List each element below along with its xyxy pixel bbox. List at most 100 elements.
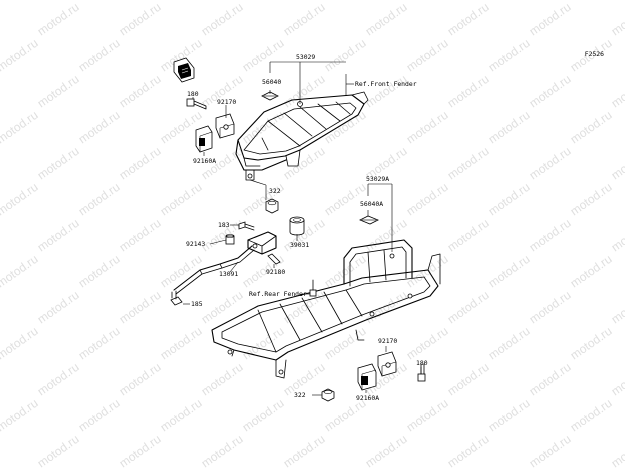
watermark-text-37: motod.ru [486, 36, 533, 75]
watermark-text-102: motod.ru [117, 288, 164, 327]
bolt-stand-icon [238, 221, 255, 231]
watermark-text-147: motod.ru [527, 432, 574, 468]
part-label-56040a: 56040A [360, 200, 383, 208]
watermark-text-14: motod.ru [240, 0, 287, 2]
watermark-text-108: motod.ru [609, 288, 625, 327]
watermark-text-111: motod.ru [0, 324, 41, 363]
watermark-text-134: motod.ru [240, 396, 287, 435]
watermark-text-82: motod.ru [117, 216, 164, 255]
watermark-text-71: motod.ru [0, 180, 41, 219]
part-label-183: 183 [218, 221, 230, 229]
watermark-text-67: motod.ru [527, 144, 574, 183]
watermark-text-148: motod.ru [609, 432, 625, 468]
part-label-13091: 13091 [219, 270, 238, 278]
part-label-92160a-rear: 92160A [356, 394, 379, 402]
watermark-text-42: motod.ru [117, 72, 164, 111]
part-label-180-rear: 180 [416, 359, 428, 367]
watermark-text-16: motod.ru [404, 0, 451, 2]
watermark-text-96: motod.ru [404, 252, 451, 291]
leader-lines [183, 61, 422, 396]
watermark-text-88: motod.ru [609, 216, 625, 255]
watermark-text-23: motod.ru [199, 0, 246, 38]
watermark-text-136: motod.ru [404, 396, 451, 435]
watermark-text-22: motod.ru [117, 0, 164, 38]
watermark-text-11: motod.ru [0, 0, 41, 2]
watermark-text-112: motod.ru [76, 324, 123, 363]
watermark-text-145: motod.ru [363, 432, 410, 468]
rear-carrier-drawing [211, 239, 441, 379]
watermark-text-48: motod.ru [609, 72, 625, 111]
watermark-text-41: motod.ru [35, 72, 82, 111]
part-label-92143: 92143 [186, 240, 205, 248]
label-sticker-front [261, 91, 279, 101]
watermark-text-72: motod.ru [76, 180, 123, 219]
watermark-text-87: motod.ru [527, 216, 574, 255]
watermark-text-144: motod.ru [281, 432, 328, 468]
watermark-text-143: motod.ru [199, 432, 246, 468]
watermark-text-55: motod.ru [322, 108, 369, 147]
watermark-text-131: motod.ru [0, 396, 41, 435]
watermark-text-74: motod.ru [240, 180, 287, 219]
watermark-text-118: motod.ru [568, 324, 615, 363]
watermark-text-117: motod.ru [486, 324, 533, 363]
watermark-text-113: motod.ru [158, 324, 205, 363]
watermark-text-97: motod.ru [486, 252, 533, 291]
watermark-text-116: motod.ru [404, 324, 451, 363]
spacer-stand-icon [225, 234, 235, 245]
part-label-53029a: 53029A [366, 175, 389, 183]
watermark-text-12: motod.ru [76, 0, 123, 2]
nut-front-icon [265, 198, 279, 214]
watermark-text-98: motod.ru [568, 252, 615, 291]
stand-drawing [173, 231, 277, 295]
watermark-text-103: motod.ru [199, 288, 246, 327]
watermark-text-78: motod.ru [568, 180, 615, 219]
part-label-322-front: 322 [269, 187, 281, 195]
watermark-text-92: motod.ru [76, 252, 123, 291]
watermark-text-123: motod.ru [199, 360, 246, 399]
part-label-92160a-front: 92160A [193, 157, 216, 165]
watermark-text-107: motod.ru [527, 288, 574, 327]
watermark-text-34: motod.ru [240, 36, 287, 75]
watermark-text-138: motod.ru [568, 396, 615, 435]
watermark-text-91: motod.ru [0, 252, 41, 291]
bolt-bottom-icon [170, 290, 183, 306]
watermark-text-142: motod.ru [117, 432, 164, 468]
part-label-53029: 53029 [296, 53, 315, 61]
nut-rear-icon [321, 388, 335, 402]
watermark-text-17: motod.ru [486, 0, 533, 2]
watermark-text-44: motod.ru [281, 72, 328, 111]
ref-front-fender-label: Ref.Front Fender [355, 80, 417, 88]
watermark-text-26: motod.ru [445, 0, 492, 38]
watermark-text-27: motod.ru [527, 0, 574, 38]
collar-icon [289, 216, 305, 236]
watermark-text-126: motod.ru [445, 360, 492, 399]
part-label-92170-rear: 92170 [378, 337, 397, 345]
watermark-text-68: motod.ru [609, 144, 625, 183]
watermark-text-132: motod.ru [76, 396, 123, 435]
watermark-text-61: motod.ru [35, 144, 82, 183]
watermark-text-105: motod.ru [363, 288, 410, 327]
part-label-92180: 92180 [266, 268, 285, 276]
watermark-text-21: motod.ru [35, 0, 82, 38]
part-label-185: 185 [191, 300, 203, 308]
clamp-rear-icon [377, 351, 397, 377]
watermark-text-77: motod.ru [486, 180, 533, 219]
watermark-text-36: motod.ru [404, 36, 451, 75]
part-label-39031: 39031 [290, 241, 309, 249]
part-label-180-front: 180 [187, 90, 199, 98]
watermark-text-56: motod.ru [404, 108, 451, 147]
watermark-text-66: motod.ru [445, 144, 492, 183]
manual-book-icon [173, 57, 195, 83]
watermark-text-25: motod.ru [363, 0, 410, 38]
watermark-text-18: motod.ru [568, 0, 615, 2]
watermark-text-101: motod.ru [35, 288, 82, 327]
watermark-text-133: motod.ru [158, 396, 205, 435]
watermark-text-141: motod.ru [35, 432, 82, 468]
bolt-front-icon [186, 98, 207, 110]
watermark-text-52: motod.ru [76, 108, 123, 147]
watermark-text-15: motod.ru [322, 0, 369, 2]
part-label-322-rear: 322 [294, 391, 306, 399]
